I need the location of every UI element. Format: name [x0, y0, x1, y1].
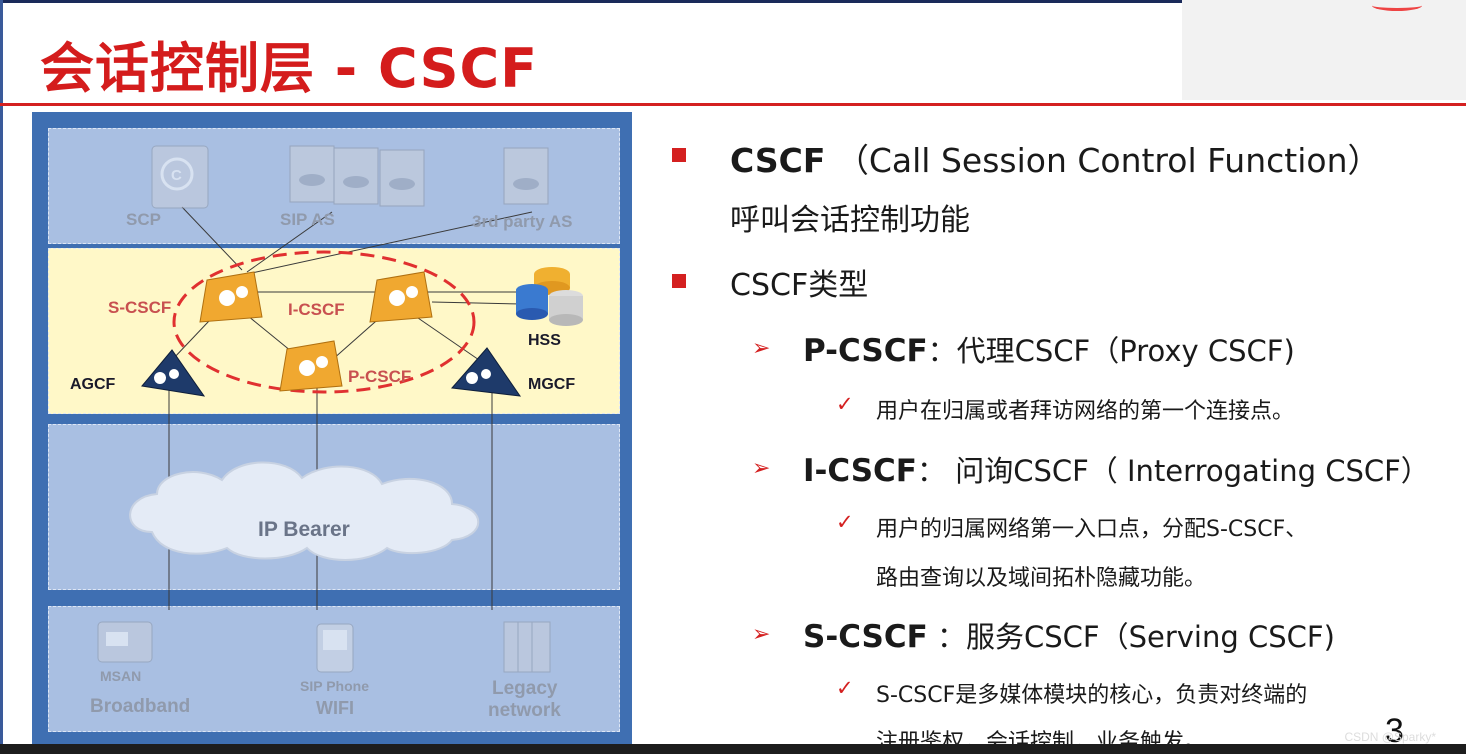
s-cscf-detail-1: S-CSCF是多媒体模块的核心，负责对终端的 — [876, 683, 1308, 708]
left-border — [0, 0, 3, 754]
p-cscf-term: P-CSCF — [803, 333, 928, 369]
checkmark-icon: ✓ — [836, 510, 854, 534]
network-label: network — [488, 700, 561, 721]
cscf-types-heading: CSCF类型 — [730, 268, 869, 303]
cscf-description: 呼叫会话控制功能 — [730, 203, 970, 238]
p-cscf-label: P-CSCF — [348, 367, 412, 386]
header-shade — [1182, 0, 1466, 100]
hss-database-icon — [516, 267, 583, 326]
i-cscf-desc: ： 问询CSCF（ Interrogating CSCF） — [916, 454, 1430, 488]
arrow-bullet-icon: ➢ — [752, 622, 771, 647]
svg-text:C: C — [171, 167, 182, 184]
p-cscf-desc: ：代理CSCF（Proxy CSCF) — [927, 334, 1295, 368]
bottom-bar — [0, 744, 1466, 754]
ims-architecture-diagram: C — [32, 112, 632, 746]
third-party-as-icon — [503, 147, 549, 205]
i-cscf-detail-2: 路由查询以及域间拓朴隐藏功能。 — [876, 566, 1207, 591]
mgcf-node-icon — [450, 347, 522, 397]
legacy-network-icon — [503, 621, 551, 673]
i-cscf-term: I-CSCF — [803, 453, 917, 489]
agcf-label: AGCF — [70, 376, 116, 393]
broadband-label: Broadband — [90, 696, 191, 717]
s-cscf-label: S-CSCF — [108, 298, 172, 317]
agcf-node-icon — [141, 349, 206, 397]
scp-label: SCP — [126, 210, 161, 229]
p-cscf-detail: 用户在归属或者拜访网络的第一个连接点。 — [876, 399, 1295, 424]
s-cscf-desc: ：服务CSCF（Serving CSCF) — [927, 620, 1335, 654]
bullet-square-icon — [672, 274, 686, 288]
checkmark-icon: ✓ — [836, 392, 854, 416]
checkmark-icon: ✓ — [836, 676, 854, 700]
msan-label: MSAN — [100, 668, 142, 684]
i-cscf-node-icon — [369, 271, 433, 323]
i-cscf-heading: I-CSCF： 问询CSCF（ Interrogating CSCF） — [803, 448, 1430, 490]
cscf-heading: CSCF （Call Session Control Function） — [730, 134, 1381, 182]
watermark: CSDN @Sparky* — [1344, 730, 1436, 744]
p-cscf-node-icon — [279, 340, 343, 392]
s-cscf-node-icon — [199, 271, 263, 323]
third-party-as-label: 3rd party AS — [472, 212, 573, 231]
ip-bearer-cloud — [129, 461, 480, 561]
cscf-term: CSCF — [730, 141, 826, 180]
top-border — [0, 0, 1466, 3]
msan-device-icon — [97, 621, 153, 663]
slide-title: 会话控制层 - CSCF — [40, 37, 539, 100]
page-number: 3 — [1385, 712, 1404, 750]
corner-decoration — [1372, 0, 1422, 11]
hss-label: HSS — [528, 332, 561, 349]
sip-phone-icon — [316, 623, 354, 673]
wifi-label: WIFI — [316, 698, 354, 718]
sip-as-servers-icon — [289, 145, 425, 207]
legacy-label: Legacy — [492, 678, 558, 699]
i-cscf-label: I-CSCF — [288, 300, 345, 319]
arrow-bullet-icon: ➢ — [752, 456, 771, 481]
diagram-graphics: C — [97, 145, 583, 673]
i-cscf-detail-1: 用户的归属网络第一入口点，分配S-CSCF、 — [876, 517, 1308, 542]
s-cscf-heading: S-CSCF ：服务CSCF（Serving CSCF) — [803, 614, 1335, 656]
bullet-square-icon — [672, 148, 686, 162]
cscf-group-ellipse — [172, 250, 476, 394]
p-cscf-heading: P-CSCF：代理CSCF（Proxy CSCF) — [803, 328, 1295, 370]
ip-bearer-label: IP Bearer — [258, 518, 350, 541]
cscf-expansion: （Call Session Control Function） — [835, 141, 1381, 180]
sip-phone-label: SIP Phone — [300, 678, 369, 694]
scp-server-icon: C — [151, 145, 209, 209]
title-underline — [0, 103, 1466, 106]
mgcf-label: MGCF — [528, 376, 576, 393]
sip-as-label: SIP AS — [280, 210, 335, 229]
s-cscf-term: S-CSCF — [803, 619, 928, 655]
arrow-bullet-icon: ➢ — [752, 336, 771, 361]
